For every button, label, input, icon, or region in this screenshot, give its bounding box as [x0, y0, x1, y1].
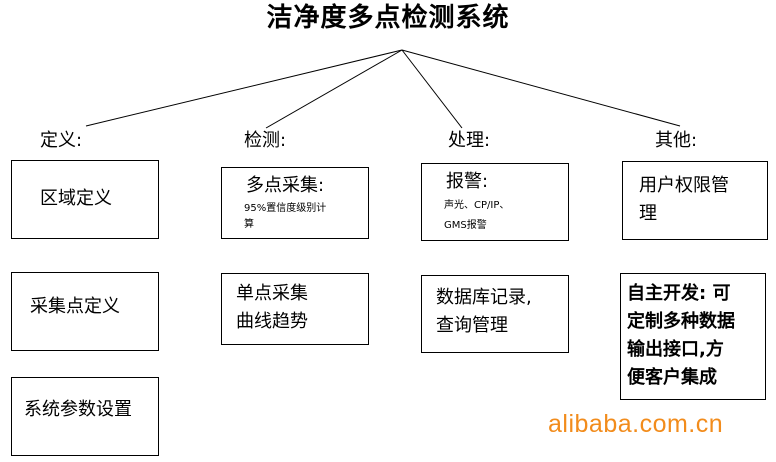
box-system-parameters: 系统参数设置	[11, 377, 159, 456]
box-line: 用户权限管	[639, 175, 729, 196]
box-custom-development: 自主开发: 可 定制多种数据 输出接口,方 便客户集成	[620, 273, 766, 400]
box-single-point-sampling: 单点采集 曲线趋势	[221, 273, 369, 345]
box-multi-point-sampling: 多点采集: 95%置信度级别计 算	[221, 167, 369, 239]
box-line: 便客户集成	[627, 367, 717, 388]
connector-detection	[265, 49, 403, 129]
box-line: 单点采集	[236, 283, 308, 304]
box-line: 查询管理	[436, 315, 508, 336]
box-line: 理	[639, 203, 657, 224]
box-subtext: 声光、CP/IP、	[444, 200, 510, 211]
connector-other	[401, 49, 681, 127]
box-alarm: 报警: 声光、CP/IP、 GMS报警	[421, 163, 569, 241]
box-region-definition: 区域定义	[11, 160, 159, 239]
box-line: 定制多种数据	[627, 311, 735, 332]
diagram-title: 洁净度多点检测系统	[266, 3, 510, 33]
connector-definition	[85, 49, 403, 127]
category-other: 其他:	[655, 130, 698, 151]
category-definition: 定义:	[40, 130, 83, 151]
box-line: 数据库记录,	[436, 287, 532, 308]
box-sampling-point-definition: 采集点定义	[11, 272, 159, 351]
connector-processing	[401, 49, 463, 129]
box-line: 曲线趋势	[236, 311, 308, 332]
box-label: 系统参数设置	[24, 399, 132, 420]
box-user-permission: 用户权限管 理	[622, 161, 768, 240]
box-subtext: 95%置信度级别计	[244, 203, 327, 214]
box-label: 区域定义	[40, 188, 112, 209]
box-title: 报警:	[446, 171, 489, 192]
box-subtext: GMS报警	[444, 220, 487, 231]
category-processing: 处理:	[448, 130, 491, 151]
box-subtext: 算	[244, 219, 254, 230]
box-label: 采集点定义	[30, 296, 120, 317]
category-detection: 检测:	[244, 130, 287, 151]
box-line: 输出接口,方	[627, 339, 724, 360]
watermark-text: alibaba.com.cn	[548, 410, 724, 438]
box-title: 多点采集:	[246, 175, 325, 196]
box-database-record: 数据库记录, 查询管理	[421, 275, 569, 353]
box-line: 自主开发: 可	[627, 283, 731, 304]
